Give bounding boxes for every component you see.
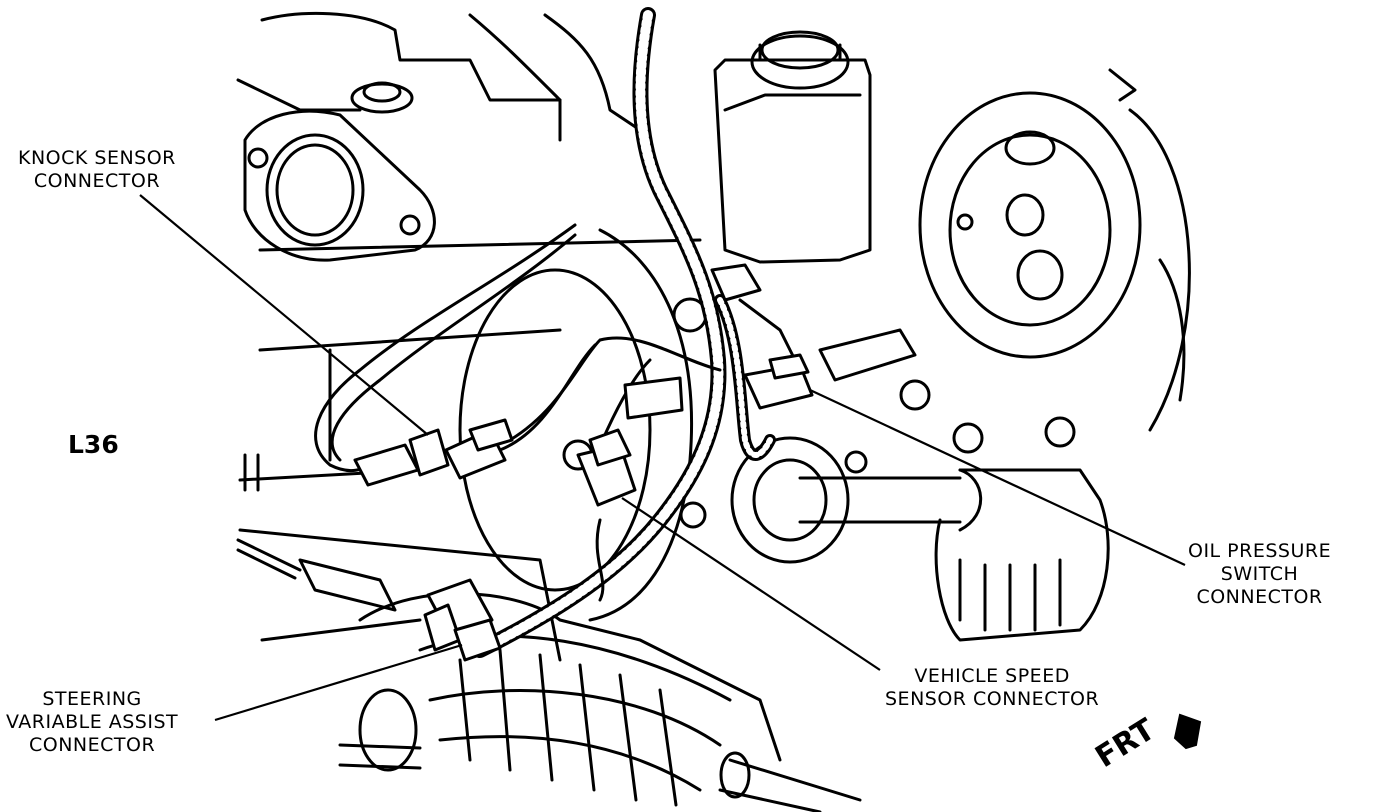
steering-label-line-3: CONNECTOR: [28, 734, 156, 756]
vehicle-speed-label-line-1: VEHICLE SPEED: [914, 665, 1070, 687]
vehicle-speed-label-line-2: SENSOR CONNECTOR: [885, 688, 1100, 710]
oil-pressure-label-line-1: OIL PRESSURE: [1188, 540, 1332, 562]
front-arrow-icon: [1173, 713, 1202, 750]
knock-sensor-label-line-1: KNOCK SENSOR: [18, 147, 176, 169]
engine-code-label: L36: [68, 430, 119, 459]
steering-variable-assist-connector-label: STEERING VARIABLE ASSIST CONNECTOR: [6, 688, 178, 757]
oil-pressure-label-line-3: CONNECTOR: [1196, 586, 1323, 608]
oil-pressure-switch-connector-label: OIL PRESSURE SWITCH CONNECTOR: [1188, 540, 1331, 609]
knock-sensor-label-line-2: CONNECTOR: [33, 170, 161, 192]
leader-lines: [139, 194, 1186, 722]
steering-label-line-1: STEERING: [42, 688, 142, 710]
vehicle-speed-sensor-connector-label: VEHICLE SPEED SENSOR CONNECTOR: [885, 665, 1099, 711]
steering-label-line-2: VARIABLE ASSIST: [6, 711, 179, 733]
oil-pressure-label-line-2: SWITCH: [1220, 563, 1299, 585]
knock-sensor-connector-label: KNOCK SENSOR CONNECTOR: [18, 147, 176, 193]
